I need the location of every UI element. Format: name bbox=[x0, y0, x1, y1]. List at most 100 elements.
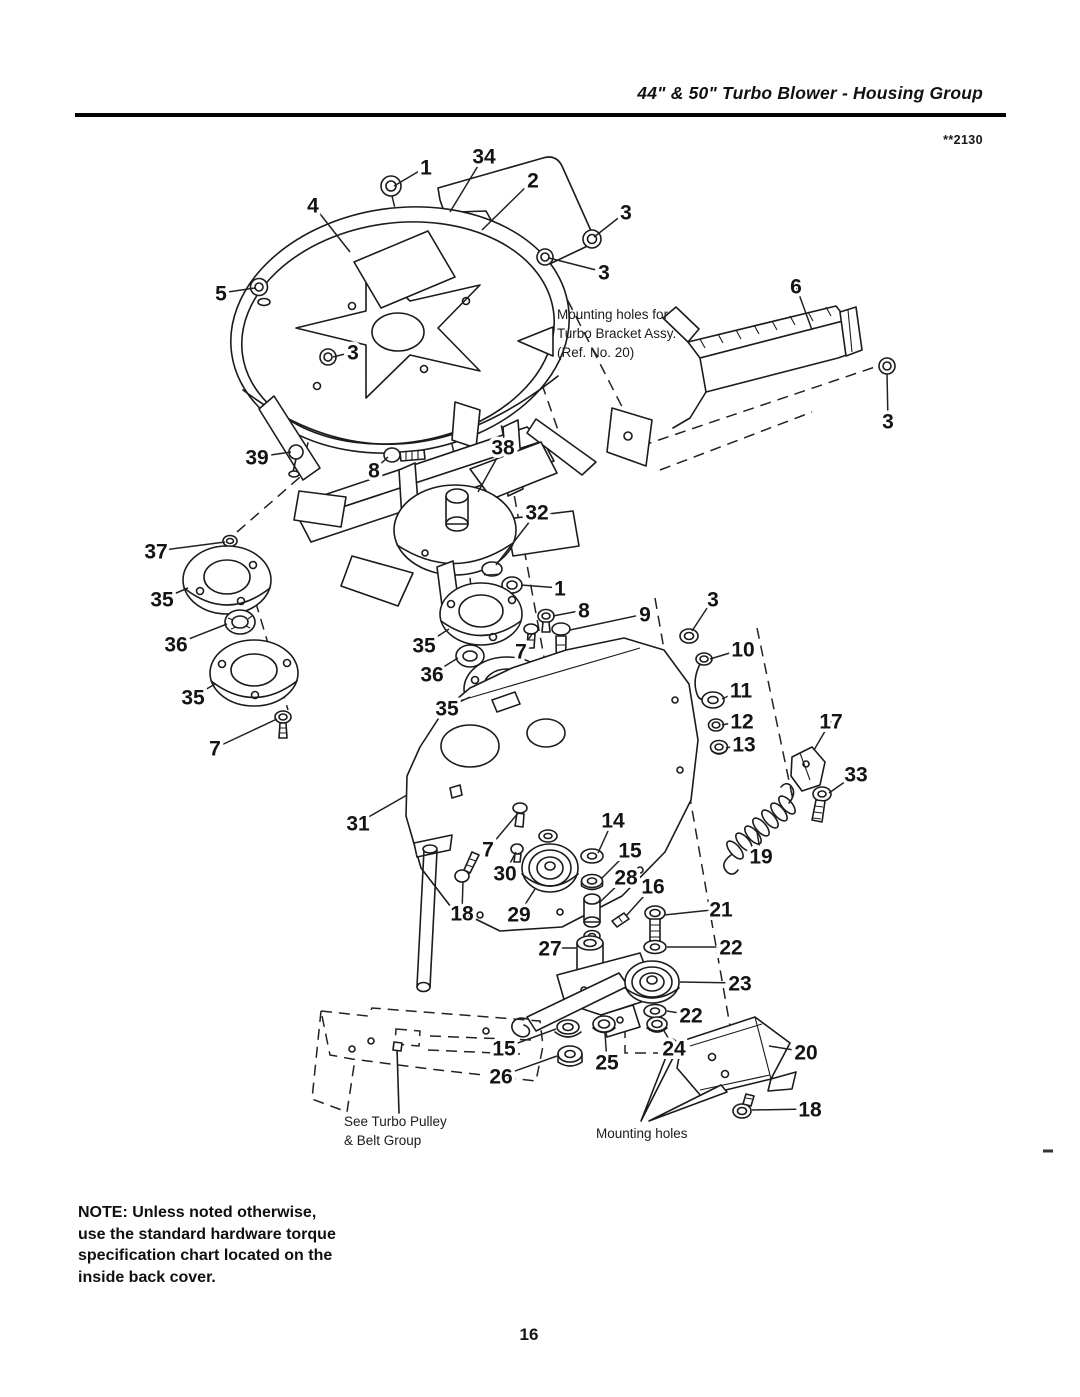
callout-30: 30 bbox=[493, 863, 516, 886]
callout-18: 18 bbox=[450, 903, 474, 926]
leader-2 bbox=[481, 179, 534, 231]
page-header-title: 44" & 50" Turbo Blower - Housing Group bbox=[637, 83, 983, 103]
label-see-turbo-pulley: See Turbo Pulley & Belt Group bbox=[344, 1112, 484, 1150]
callout-22: 22 bbox=[719, 937, 742, 960]
leader-35 bbox=[423, 628, 450, 646]
revision-stamp: **2130 bbox=[943, 133, 983, 147]
leader-4 bbox=[312, 204, 351, 253]
housing-cover bbox=[230, 156, 653, 481]
callout-34: 34 bbox=[472, 146, 496, 169]
callout-23: 23 bbox=[728, 973, 751, 996]
leader-17 bbox=[813, 720, 832, 751]
callout-35: 35 bbox=[150, 589, 174, 612]
callout-17: 17 bbox=[819, 711, 842, 734]
callout-14: 14 bbox=[601, 810, 625, 833]
callout-21: 21 bbox=[709, 899, 733, 922]
annotation-arrows bbox=[517, 326, 728, 1122]
callout-2: 2 bbox=[527, 170, 539, 193]
callout-24: 24 bbox=[662, 1038, 686, 1061]
callout-3: 3 bbox=[882, 411, 894, 434]
label-line: Mounting holes for bbox=[557, 307, 669, 322]
leader-35 bbox=[446, 696, 471, 709]
deflector-chute bbox=[662, 305, 896, 429]
callout-5: 5 bbox=[215, 283, 227, 306]
callout-22: 22 bbox=[679, 1005, 702, 1028]
bearing-flange-stack-left bbox=[182, 534, 299, 739]
leader-20 bbox=[768, 1045, 807, 1053]
callout-9: 9 bbox=[639, 604, 651, 627]
callout-36: 36 bbox=[164, 634, 187, 657]
bearing-flange-stack-center bbox=[439, 582, 571, 722]
callout-29: 29 bbox=[507, 904, 530, 927]
leader-21 bbox=[663, 908, 722, 916]
label-mounting-holes: Mounting holes bbox=[596, 1124, 736, 1143]
leader-30 bbox=[504, 851, 517, 874]
leader-32 bbox=[495, 511, 538, 566]
leader-10 bbox=[709, 648, 744, 660]
callout-8: 8 bbox=[368, 460, 380, 483]
turbo-bracket bbox=[676, 1016, 797, 1119]
leader-28 bbox=[598, 876, 627, 904]
leader-29 bbox=[518, 888, 536, 915]
leader-37 bbox=[155, 541, 226, 552]
callout-3: 3 bbox=[347, 342, 359, 365]
callout-35: 35 bbox=[181, 687, 205, 710]
leader-18 bbox=[461, 880, 464, 914]
label-line: Turbo Bracket Assy. bbox=[557, 326, 677, 341]
callout-6: 6 bbox=[790, 276, 802, 299]
callout-7: 7 bbox=[209, 738, 221, 761]
spindle-bracket-group bbox=[511, 912, 658, 1067]
callout-36: 36 bbox=[420, 664, 443, 687]
leader-8 bbox=[373, 456, 389, 471]
callout-35: 35 bbox=[435, 698, 459, 721]
leader-23 bbox=[679, 981, 741, 984]
leader-24 bbox=[662, 1028, 675, 1049]
label-line: See Turbo Pulley bbox=[344, 1114, 447, 1129]
callout-3: 3 bbox=[598, 262, 610, 285]
leader-3 bbox=[886, 373, 889, 422]
callout-11: 11 bbox=[730, 680, 753, 703]
leader-7 bbox=[214, 718, 278, 749]
leader-36 bbox=[175, 623, 228, 645]
leader-34 bbox=[449, 155, 485, 213]
callout-3: 3 bbox=[620, 202, 632, 225]
leader-11 bbox=[721, 689, 742, 700]
leader-16 bbox=[625, 885, 654, 917]
callout-33: 33 bbox=[844, 764, 867, 787]
leader-3 bbox=[548, 257, 605, 273]
leader-5 bbox=[220, 287, 256, 294]
callout-35: 35 bbox=[412, 635, 436, 658]
label-bracket-note: Mounting holes for Turbo Bracket Assy. (… bbox=[557, 305, 707, 362]
callout-26: 26 bbox=[489, 1066, 512, 1089]
callout-18: 18 bbox=[798, 1099, 822, 1122]
leader-3 bbox=[332, 351, 354, 358]
callout-4: 4 bbox=[307, 195, 319, 218]
callout-19: 19 bbox=[749, 846, 772, 869]
leader-8 bbox=[552, 609, 585, 617]
leader-22 bbox=[666, 1010, 692, 1016]
header-rule bbox=[75, 113, 1006, 117]
leader-35 bbox=[161, 587, 189, 600]
leader-31 bbox=[357, 794, 408, 824]
leader-18 bbox=[751, 1108, 811, 1111]
leader-35 bbox=[192, 683, 216, 698]
leader-36 bbox=[431, 657, 459, 675]
leader-15 bbox=[600, 849, 631, 880]
callout-25: 25 bbox=[595, 1052, 619, 1075]
note-line: specification chart located on the bbox=[78, 1247, 333, 1264]
page-number: 16 bbox=[519, 1325, 539, 1344]
leader-39 bbox=[256, 451, 292, 458]
callout-37: 37 bbox=[144, 541, 167, 564]
idler-pulley-group bbox=[624, 905, 680, 1033]
callout-20: 20 bbox=[794, 1042, 817, 1065]
leader-26 bbox=[500, 1055, 558, 1077]
callout-8: 8 bbox=[578, 600, 590, 623]
leader-25 bbox=[604, 1032, 608, 1063]
callout-13: 13 bbox=[732, 734, 755, 757]
leader-12 bbox=[721, 720, 743, 726]
callout-16: 16 bbox=[641, 876, 664, 899]
note-line: use the standard hardware torque bbox=[78, 1225, 336, 1243]
leader-19 bbox=[756, 831, 762, 857]
